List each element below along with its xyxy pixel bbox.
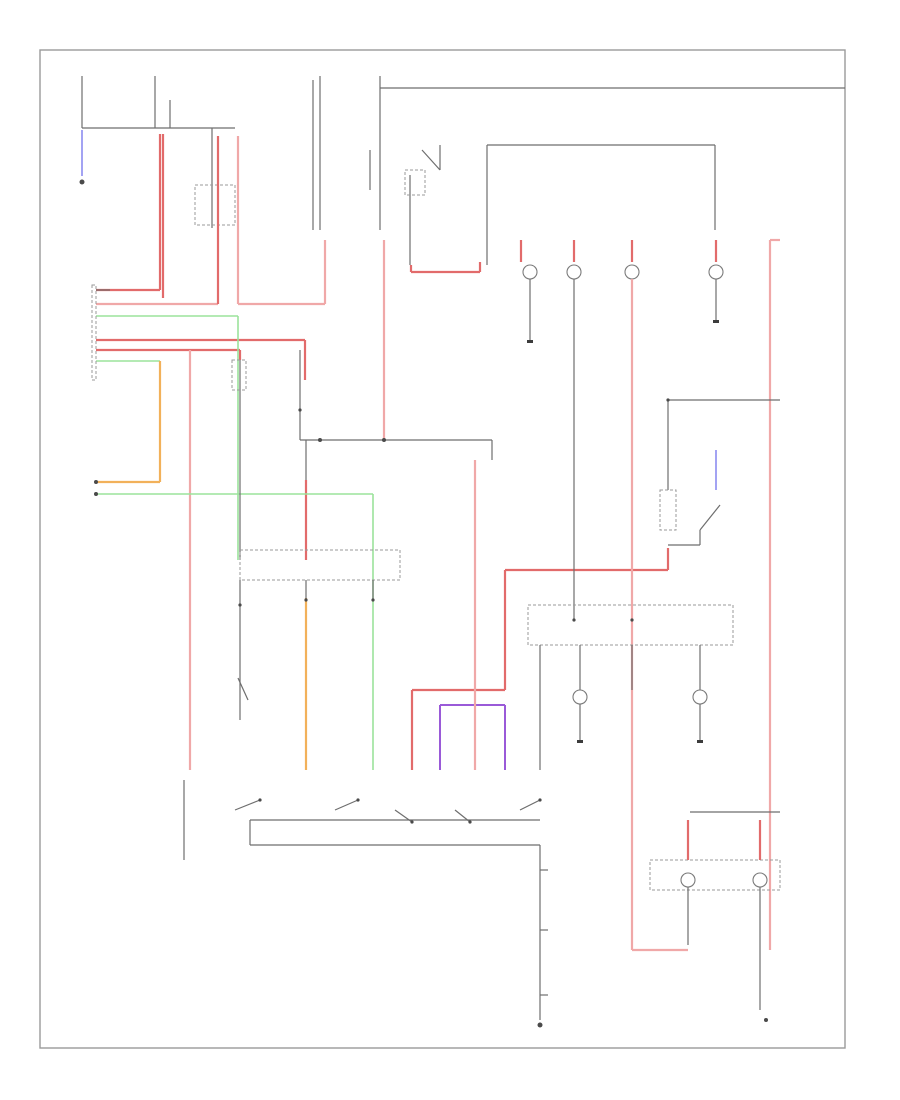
signal-wires-green xyxy=(96,315,374,770)
fuse-section-middle xyxy=(312,76,845,230)
light-control-switch xyxy=(183,677,542,860)
headlight-relay xyxy=(404,144,716,265)
daytime-running-light-block xyxy=(527,604,734,770)
connector-block-left xyxy=(91,284,110,381)
ground-chain-bottom xyxy=(537,845,548,1028)
fuse-section-left xyxy=(79,76,236,228)
junction-bus-center xyxy=(231,350,493,560)
dimmer-wires xyxy=(410,460,670,770)
diagram-frame xyxy=(39,49,846,1049)
power-wires xyxy=(96,134,482,770)
dimmer-relay-right xyxy=(659,399,780,546)
signal-wires-orange xyxy=(96,361,308,770)
front-lamp-assembly xyxy=(632,811,781,1022)
headlamps-upper xyxy=(519,238,780,950)
connector-marks xyxy=(94,398,670,622)
instrument-junction-block xyxy=(239,549,401,700)
